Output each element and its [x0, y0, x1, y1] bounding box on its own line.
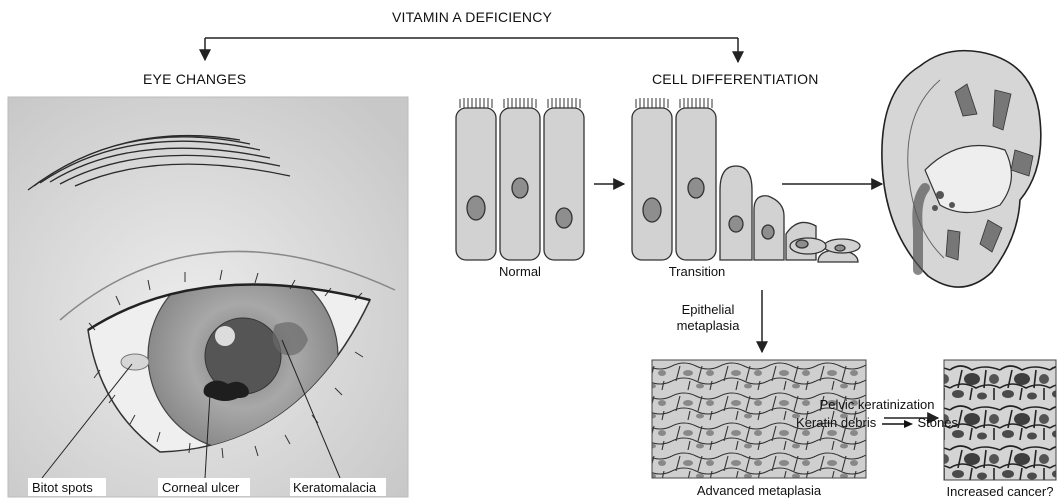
diagram-title: VITAMIN A DEFICIENCY — [392, 10, 552, 25]
keratin-debris-line: Keratin debris Stones — [796, 415, 958, 430]
label-keratomalacia: Keratomalacia — [293, 480, 376, 495]
transition-cells — [632, 98, 860, 262]
label-transition: Transition — [669, 264, 726, 279]
label-corneal-ulcer: Corneal ulcer — [162, 480, 239, 495]
cancer-tissue — [944, 360, 1056, 480]
top-connector — [205, 38, 738, 62]
eye-illustration — [8, 97, 408, 497]
eye-changes-heading: EYE CHANGES — [143, 72, 246, 87]
cell-differentiation-heading: CELL DIFFERENTIATION — [652, 72, 819, 87]
label-normal: Normal — [499, 264, 541, 279]
label-pelvic-keratinization: Pelvic keratinization — [820, 397, 935, 412]
label-metaplasia: metaplasia — [677, 318, 740, 333]
kidney-illustration — [882, 51, 1041, 287]
label-increased-cancer: Increased cancer? — [947, 484, 1054, 498]
label-bitot-spots: Bitot spots — [32, 480, 93, 495]
normal-cells — [456, 98, 584, 260]
label-keratin-debris: Keratin debris — [796, 415, 876, 430]
label-advanced-metaplasia: Advanced metaplasia — [697, 483, 821, 498]
label-epithelial: Epithelial — [682, 302, 735, 317]
arrow-right-icon — [880, 419, 914, 429]
label-stones: Stones — [917, 415, 957, 430]
